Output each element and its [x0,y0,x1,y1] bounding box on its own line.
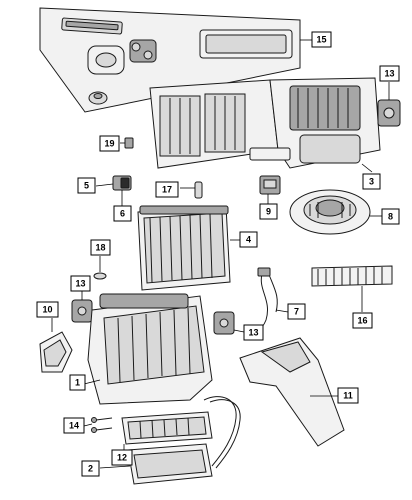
svg-text:7: 7 [294,307,299,317]
callout-9: 9 [259,203,278,220]
svg-text:16: 16 [357,316,367,326]
callout-1: 1 [69,374,86,391]
svg-text:11: 11 [343,391,353,401]
svg-text:15: 15 [316,35,326,45]
callout-13-left: 13 [70,275,91,292]
svg-text:18: 18 [95,243,105,253]
callout-11: 11 [337,387,359,404]
part-2-lower-panel [127,443,213,485]
callout-3: 3 [362,173,381,190]
svg-text:2: 2 [88,464,93,474]
callout-16: 16 [352,312,373,329]
callout-12: 12 [111,449,133,466]
part-16-cabin-filter [311,265,393,287]
svg-text:14: 14 [69,421,79,431]
callout-7: 7 [287,303,306,320]
callout-10: 10 [36,301,59,318]
callout-6: 6 [113,205,132,222]
callout-8: 8 [381,208,400,225]
svg-text:13: 13 [248,328,258,338]
part-5-sensor [112,175,132,191]
part-17-sleeve [194,181,203,199]
callout-19: 19 [99,135,120,152]
rear-duct-tube [203,396,241,469]
callout-4: 4 [239,231,258,248]
svg-text:17: 17 [162,185,172,195]
svg-text:13: 13 [384,69,394,79]
svg-text:8: 8 [388,212,393,222]
svg-text:3: 3 [369,177,374,187]
callout-18: 18 [90,239,111,256]
callout-2: 2 [81,460,100,477]
svg-text:19: 19 [104,139,114,149]
part-15-seal-kit [39,7,301,113]
part-8-blower-motor [289,189,371,235]
part-3-upper-housing [149,77,381,169]
part-13-actuator-middle [213,311,235,335]
leader-lines [51,39,390,469]
part-1-lower-housing [87,293,213,405]
part-13-actuator-left [71,299,93,323]
svg-text:4: 4 [246,235,251,245]
part-19-clip [124,137,134,149]
svg-text:1: 1 [75,378,80,388]
part-14-screws [91,417,113,433]
callout-5: 5 [77,177,96,194]
part-10-duct [39,331,73,373]
callout-14: 14 [63,417,85,434]
callout-13-middle: 13 [243,324,264,341]
svg-text:10: 10 [42,305,52,315]
part-11-floor-duct [239,337,345,447]
part-13-actuator-top [377,99,401,127]
svg-text:13: 13 [75,279,85,289]
part-12-heater-core [121,411,213,445]
svg-text:9: 9 [266,207,271,217]
callout-15: 15 [311,31,332,48]
svg-text:5: 5 [84,181,89,191]
svg-text:6: 6 [120,209,125,219]
part-9-resistor [259,175,281,195]
part-18-grommet [93,272,107,280]
callout-17: 17 [155,181,179,198]
callout-13-top: 13 [379,65,400,82]
part-4-evaporator-core [137,205,231,291]
svg-text:12: 12 [117,453,127,463]
